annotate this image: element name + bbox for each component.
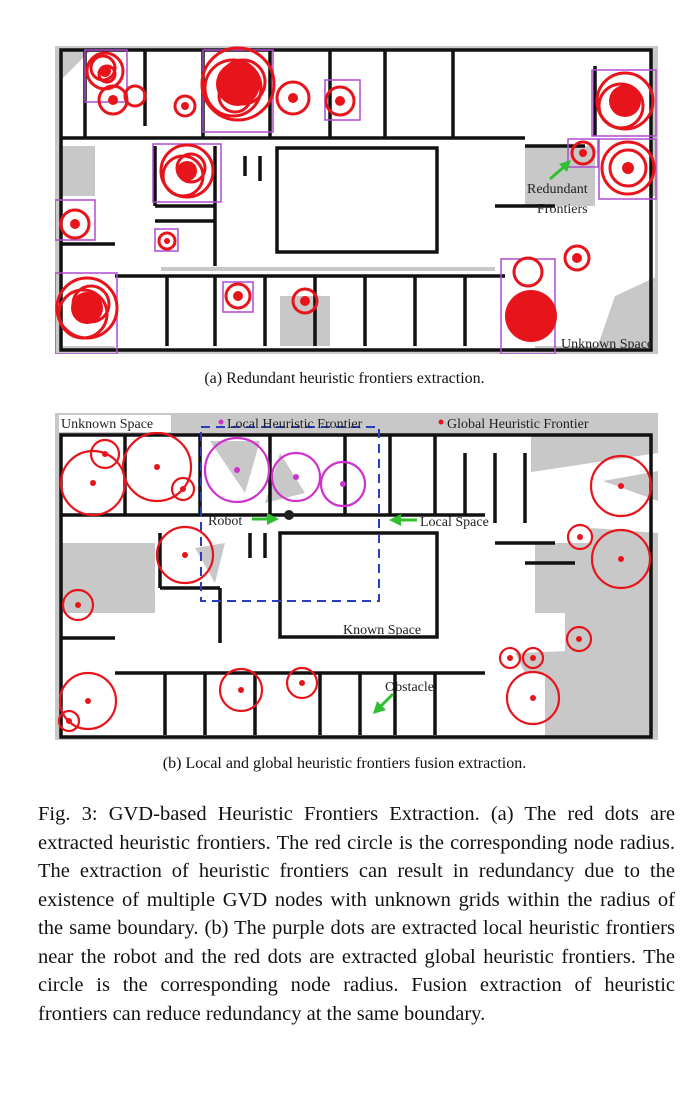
label-local-space: Local Space: [420, 515, 489, 530]
obstacle-arrow: [373, 692, 395, 714]
global-frontier-circles: [57, 431, 653, 733]
label-obstacle: Obstacle: [385, 680, 434, 695]
subcaption-b: (b) Local and global heuristic frontiers…: [162, 755, 527, 772]
figure-label: Fig. 3:: [38, 803, 98, 825]
label-unknown-space-b: Unknown Space: [61, 417, 153, 432]
label-redundant-line1: Redundant: [527, 182, 588, 197]
legend-local-dot: [218, 419, 224, 425]
figure-b-fusion-frontiers: Unknown Space Local Heuristic Frontier G…: [55, 413, 658, 740]
label-robot: Robot: [208, 514, 242, 529]
legend-local-frontier: Local Heuristic Frontier: [227, 417, 363, 432]
figure-caption: Fig. 3: GVD-based Heuristic Frontiers Ex…: [38, 800, 675, 1028]
robot-marker: [284, 510, 294, 520]
robot-arrow: [252, 513, 279, 525]
redundant-frontier-dots: [70, 62, 641, 342]
known-space-area: [61, 435, 658, 738]
label-redundant-line2: Frontiers: [537, 202, 588, 217]
unknown-patches: [195, 441, 658, 733]
legend-global-dot: [438, 419, 444, 425]
legend-global-frontier: Global Heuristic Frontier: [447, 417, 589, 432]
subcaption-a: (a) Redundant heuristic frontiers extrac…: [204, 370, 485, 387]
figure-caption-text: GVD-based Heuristic Frontiers Extraction…: [38, 803, 676, 1025]
local-frontier-circles: [203, 436, 367, 508]
unknown-patches: [55, 46, 658, 354]
walls: [59, 48, 653, 352]
label-unknown-space-a: Unknown Space: [561, 337, 653, 352]
label-bg-unknown: [59, 415, 171, 432]
local-frontier-dots: [234, 467, 346, 487]
redundant-arrow: [549, 160, 571, 181]
local-space-arrow: [389, 514, 417, 526]
label-known-space: Known Space: [343, 623, 421, 638]
global-frontier-dots: [66, 451, 624, 724]
figure-b-map: Unknown Space Local Heuristic Frontier G…: [55, 413, 658, 740]
figure-a-map: Redundant Frontiers Unknown Space: [55, 46, 658, 354]
walls: [59, 433, 653, 739]
figure-a-redundant-frontiers: Redundant Frontiers Unknown Space: [55, 46, 658, 354]
local-space-box: [200, 426, 380, 602]
